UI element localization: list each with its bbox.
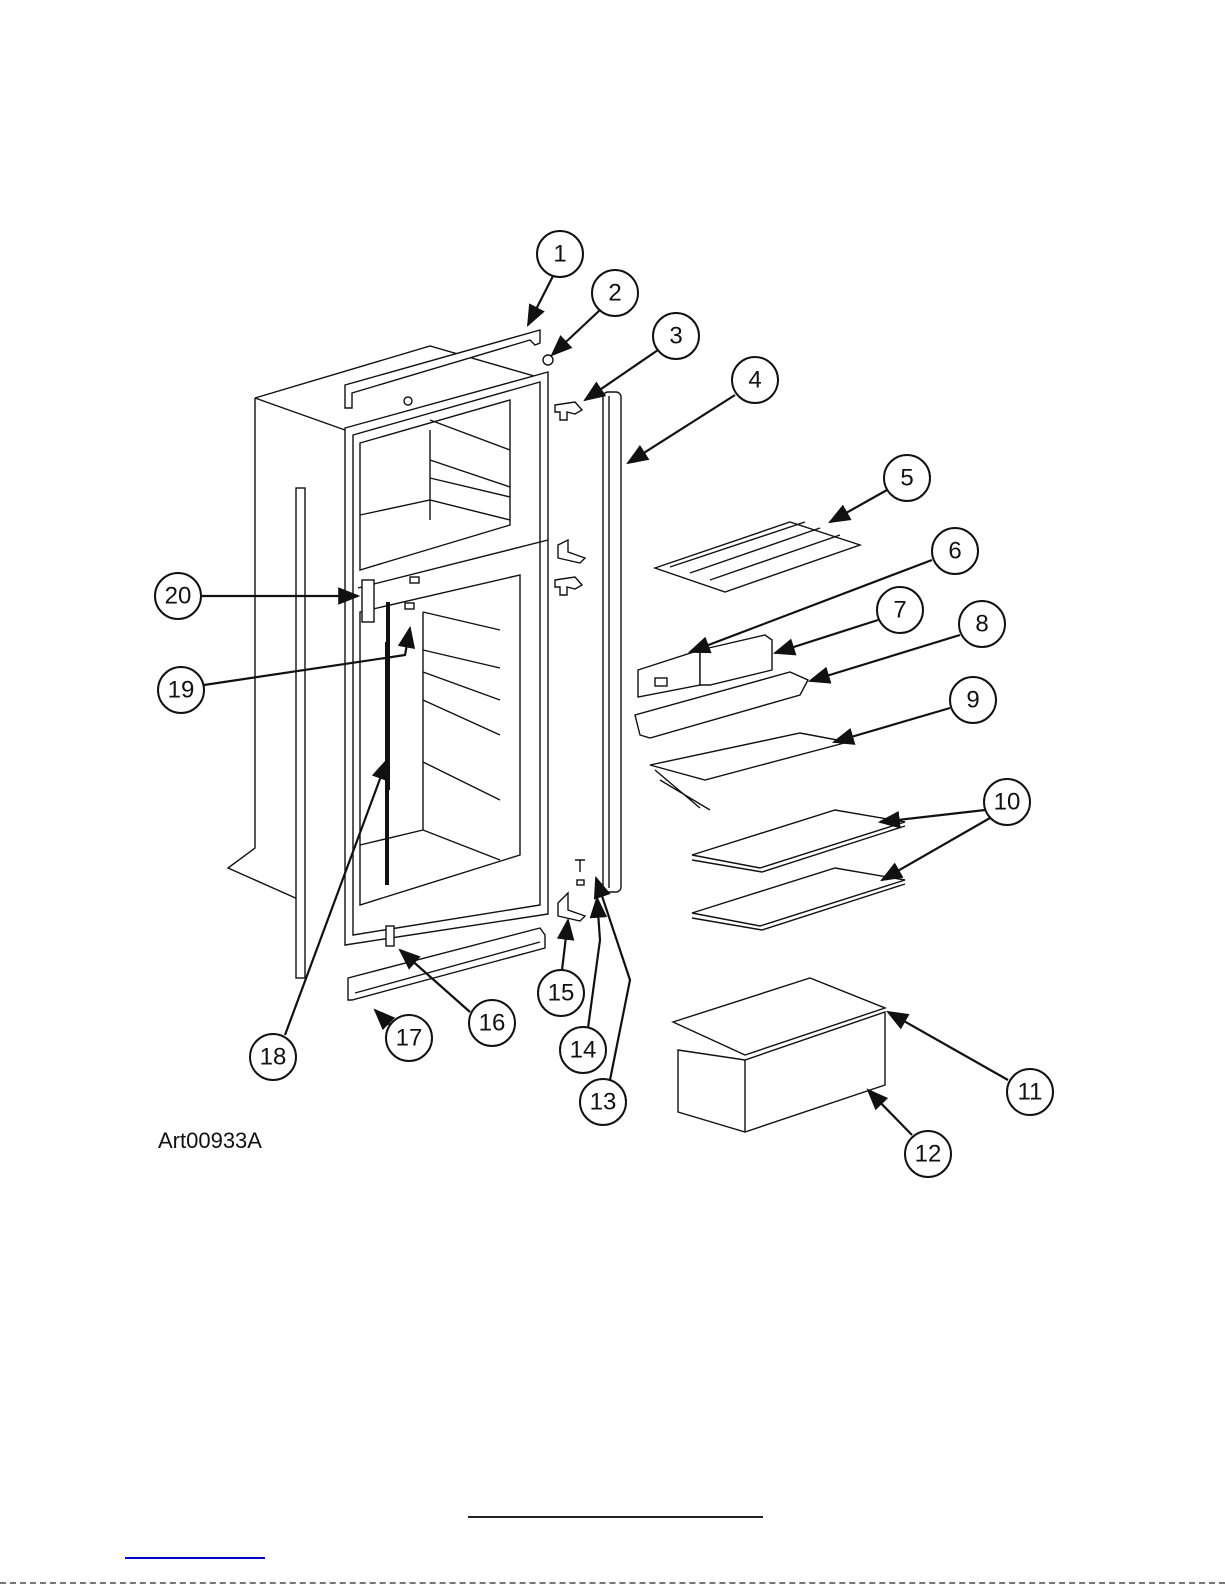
svg-text:9: 9 [966,687,979,714]
svg-text:20: 20 [165,583,192,610]
page-bottom-edge [0,1582,1225,1586]
leader-arrows [202,275,1009,1136]
svg-text:15: 15 [548,980,575,1007]
hinge-cap [542,354,554,366]
svg-text:8: 8 [975,611,988,638]
light-switch [409,576,420,584]
wire-shelves [691,809,906,931]
callout-7: 7 [876,586,924,634]
callout-6: 6 [931,527,979,575]
svg-text:14: 14 [570,1037,597,1064]
svg-text:11: 11 [1018,1079,1043,1106]
svg-text:4: 4 [748,367,761,394]
control-panel [361,579,375,623]
callout-8: 8 [958,600,1006,648]
art-number-label: Art00933A [158,1128,262,1153]
crisper-shelf [649,732,849,811]
callout-14: 14 [559,1026,607,1074]
callout-10: 10 [983,778,1031,826]
door-gasket [602,391,622,893]
crisper-drawer-and-cover [671,977,888,1133]
callout-15: 15 [537,969,585,1017]
callout-18: 18 [249,1033,297,1081]
svg-text:3: 3 [669,323,682,350]
svg-text:12: 12 [915,1141,942,1168]
bottom-trim [347,925,546,1001]
svg-text:7: 7 [893,597,906,624]
svg-text:17: 17 [396,1025,423,1052]
callout-1: 1 [536,230,584,278]
callout-11: 11 [1006,1068,1054,1116]
callout-13: 13 [579,1078,627,1126]
callout-12: 12 [904,1130,952,1178]
callout-20: 20 [154,572,202,620]
svg-text:1: 1 [553,241,566,268]
top-trim [344,329,541,409]
hinges [554,401,587,922]
svg-text:10: 10 [994,789,1021,816]
svg-text:18: 18 [260,1044,287,1071]
svg-text:2: 2 [608,280,621,307]
svg-text:19: 19 [168,677,195,704]
callout-16: 16 [468,999,516,1047]
callout-9: 9 [949,676,997,724]
door-bin-parts [634,634,809,739]
callout-2: 2 [591,269,639,317]
svg-text:6: 6 [948,538,961,565]
callout-4: 4 [731,356,779,404]
svg-text:16: 16 [479,1010,506,1037]
light-lens [404,602,415,610]
footer-link-underline[interactable] [125,1557,265,1559]
cabinet [226,345,549,901]
footer-rule [468,1516,763,1518]
side-trim [295,487,306,979]
freezer-shelf [652,521,863,593]
callout-19: 19 [157,666,205,714]
callout-5: 5 [883,454,931,502]
callout-17: 17 [385,1014,433,1062]
callout-3: 3 [652,312,700,360]
svg-text:5: 5 [900,465,913,492]
svg-text:13: 13 [590,1089,617,1116]
